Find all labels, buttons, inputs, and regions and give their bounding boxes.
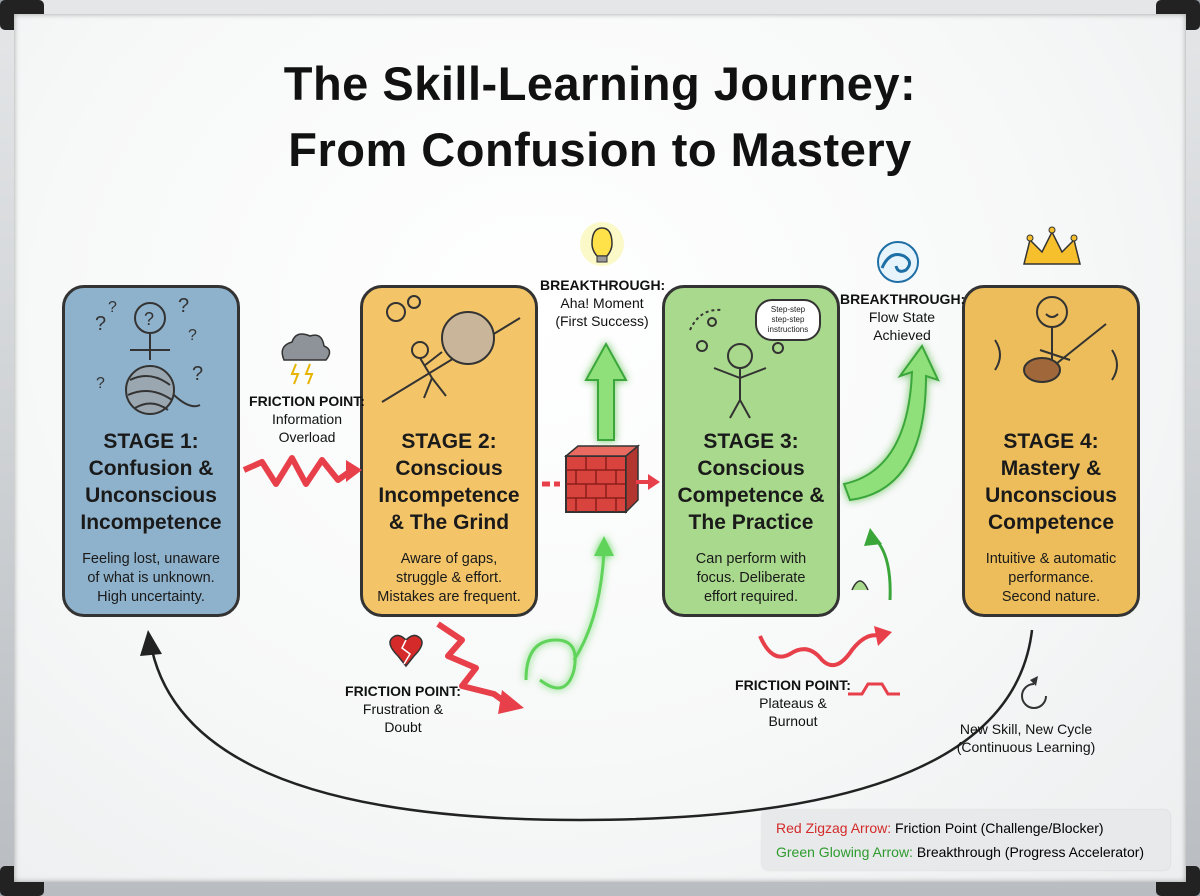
confused-person-illustration: ? ? ? ? ? ? ? bbox=[95, 295, 203, 415]
svg-text:?: ? bbox=[108, 299, 117, 316]
boulder-push-illustration bbox=[381, 295, 521, 403]
stage-description: Aware of gaps,struggle & effort.Mistakes… bbox=[377, 551, 521, 605]
storm-cloud-icon bbox=[281, 333, 331, 385]
cycle-return-arrow bbox=[140, 629, 1034, 822]
cycle-label: New Skill, New Cycle(Continuous Learning… bbox=[956, 721, 1096, 755]
broken-heart-icon bbox=[389, 634, 423, 668]
juggling-person-illustration bbox=[689, 299, 821, 419]
svg-text:?: ? bbox=[188, 327, 197, 344]
friction-arrow-plateau bbox=[758, 626, 900, 696]
instructions-bubble-line: Step-step bbox=[771, 305, 806, 314]
legend-item-friction: Red Zigzag Arrow: Friction Point (Challe… bbox=[776, 820, 1104, 836]
breakthrough-arrow-aha bbox=[584, 341, 628, 441]
instructions-bubble-line: step-step bbox=[772, 315, 805, 324]
friction-arrow-overload bbox=[242, 455, 362, 487]
wave-icon bbox=[877, 241, 919, 283]
instructions-bubble-line: instructions bbox=[768, 325, 808, 334]
svg-text:?: ? bbox=[95, 313, 106, 335]
svg-text:?: ? bbox=[178, 295, 189, 317]
svg-text:?: ? bbox=[144, 309, 154, 329]
friction-label-plateau: FRICTION POINT:Plateaus &Burnout bbox=[735, 677, 851, 729]
friction-label-frustration: FRICTION POINT:Frustration &Doubt bbox=[345, 683, 461, 735]
legend: Red Zigzag Arrow: Friction Point (Challe… bbox=[762, 810, 1170, 870]
legend-text-green: Breakthrough (Progress Accelerator) bbox=[912, 844, 1145, 860]
guitarist-illustration bbox=[994, 296, 1118, 383]
crown-icon bbox=[1023, 226, 1081, 265]
page-subtitle: From Confusion to Mastery bbox=[288, 123, 912, 176]
practice-progress-arrow bbox=[851, 528, 892, 601]
brick-wall-icon bbox=[542, 444, 660, 514]
legend-text-red: Friction Point (Challenge/Blocker) bbox=[891, 820, 1104, 836]
svg-text:?: ? bbox=[96, 375, 105, 392]
breakthrough-arrow-flow bbox=[842, 344, 940, 502]
cycle-icon bbox=[1021, 676, 1047, 709]
light-bulb-icon bbox=[580, 222, 624, 266]
breakthrough-loop-arrow bbox=[524, 536, 614, 690]
legend-key-green: Green Glowing Arrow: bbox=[776, 844, 913, 860]
svg-text:?: ? bbox=[192, 363, 203, 385]
page-title: The Skill-Learning Journey: bbox=[283, 57, 917, 110]
friction-arrow-frustration bbox=[436, 621, 524, 714]
breakthrough-label-aha: BREAKTHROUGH:Aha! Moment(First Success) bbox=[540, 277, 666, 329]
legend-key-red: Red Zigzag Arrow: bbox=[776, 820, 892, 836]
legend-item-breakthrough: Green Glowing Arrow: Breakthrough (Progr… bbox=[776, 844, 1144, 860]
